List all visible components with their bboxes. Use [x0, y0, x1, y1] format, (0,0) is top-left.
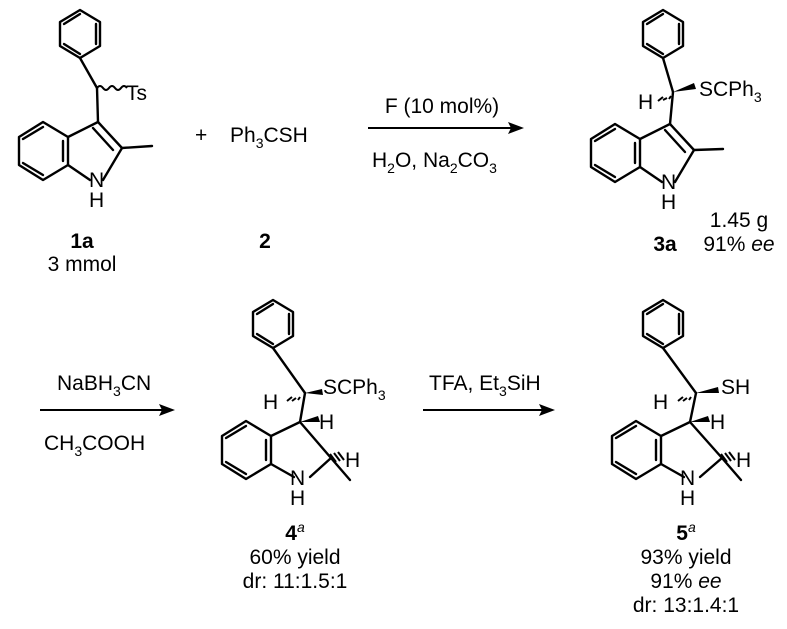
compound-5-label: 5a [676, 519, 696, 545]
compound-4-c2-hydrogen: H [345, 449, 360, 472]
compound-5-nh-hydrogen: H [680, 487, 695, 510]
compound-4-yield: 60% yield [249, 546, 340, 569]
compound-4-dr: dr: 11:1.5:1 [243, 570, 348, 593]
compound-1a-nitrogen: N [89, 169, 104, 192]
compound-3a-methine-h: H [638, 91, 653, 114]
compound-1a-nh-hydrogen: H [89, 189, 104, 212]
compound-3a-mass: 1.45 g [710, 209, 768, 232]
compound-5-yield: 93% yield [640, 546, 731, 569]
arrow3-reagents: TFA, Et3SiH [429, 372, 541, 399]
compound-3a-label: 3a [653, 233, 677, 256]
tosyl-group-label: Ts [126, 82, 147, 105]
compound-1a-structure [17, 8, 154, 182]
compound-3a-structure [589, 8, 725, 184]
compound-4-structure [220, 298, 352, 482]
plus-sign: + [195, 124, 207, 147]
compound-5-dr: dr: 13:1.4:1 [633, 594, 739, 617]
compound-2-formula: Ph3CSH [230, 124, 308, 151]
compound-4-nitrogen: N [290, 467, 305, 490]
compound-5-c2-hydrogen: H [736, 449, 751, 472]
arrow1-conditions: H2O, Na2CO3 [372, 149, 497, 176]
compound-3a-nh-hydrogen: H [661, 191, 676, 214]
compound-4-c3-hydrogen: H [319, 411, 334, 434]
compound-3a-ee: 91% ee [703, 233, 774, 256]
compound-4-label: 4a [285, 519, 305, 545]
compound-5-c3-hydrogen: H [710, 411, 725, 434]
reaction-arrow-2 [40, 404, 175, 416]
compound-1a-label: 1a [70, 230, 94, 253]
reaction-arrow-1 [368, 122, 524, 134]
compound-2-label: 2 [259, 230, 271, 253]
compound-4-methine-h: H [263, 391, 278, 414]
compound-3a-scph3: SCPh3 [699, 78, 762, 105]
compound-5-methine-h: H [653, 391, 668, 414]
compound-5-structure [610, 298, 743, 482]
compound-4-nh-hydrogen: H [290, 487, 305, 510]
arrow2-acid: CH3COOH [44, 432, 145, 459]
compound-3a-nitrogen: N [661, 171, 676, 194]
compound-4-scph3: SCPh3 [323, 376, 386, 403]
compound-5-sh: SH [721, 376, 750, 399]
compound-1a-amount: 3 mmol [48, 253, 117, 276]
compound-5-nitrogen: N [680, 467, 695, 490]
arrow1-catalyst: F (10 mol%) [385, 95, 499, 118]
reaction-arrow-3 [423, 404, 555, 416]
compound-5-ee: 91% ee [650, 570, 721, 593]
arrow2-reductant: NaBH3CN [57, 372, 151, 399]
